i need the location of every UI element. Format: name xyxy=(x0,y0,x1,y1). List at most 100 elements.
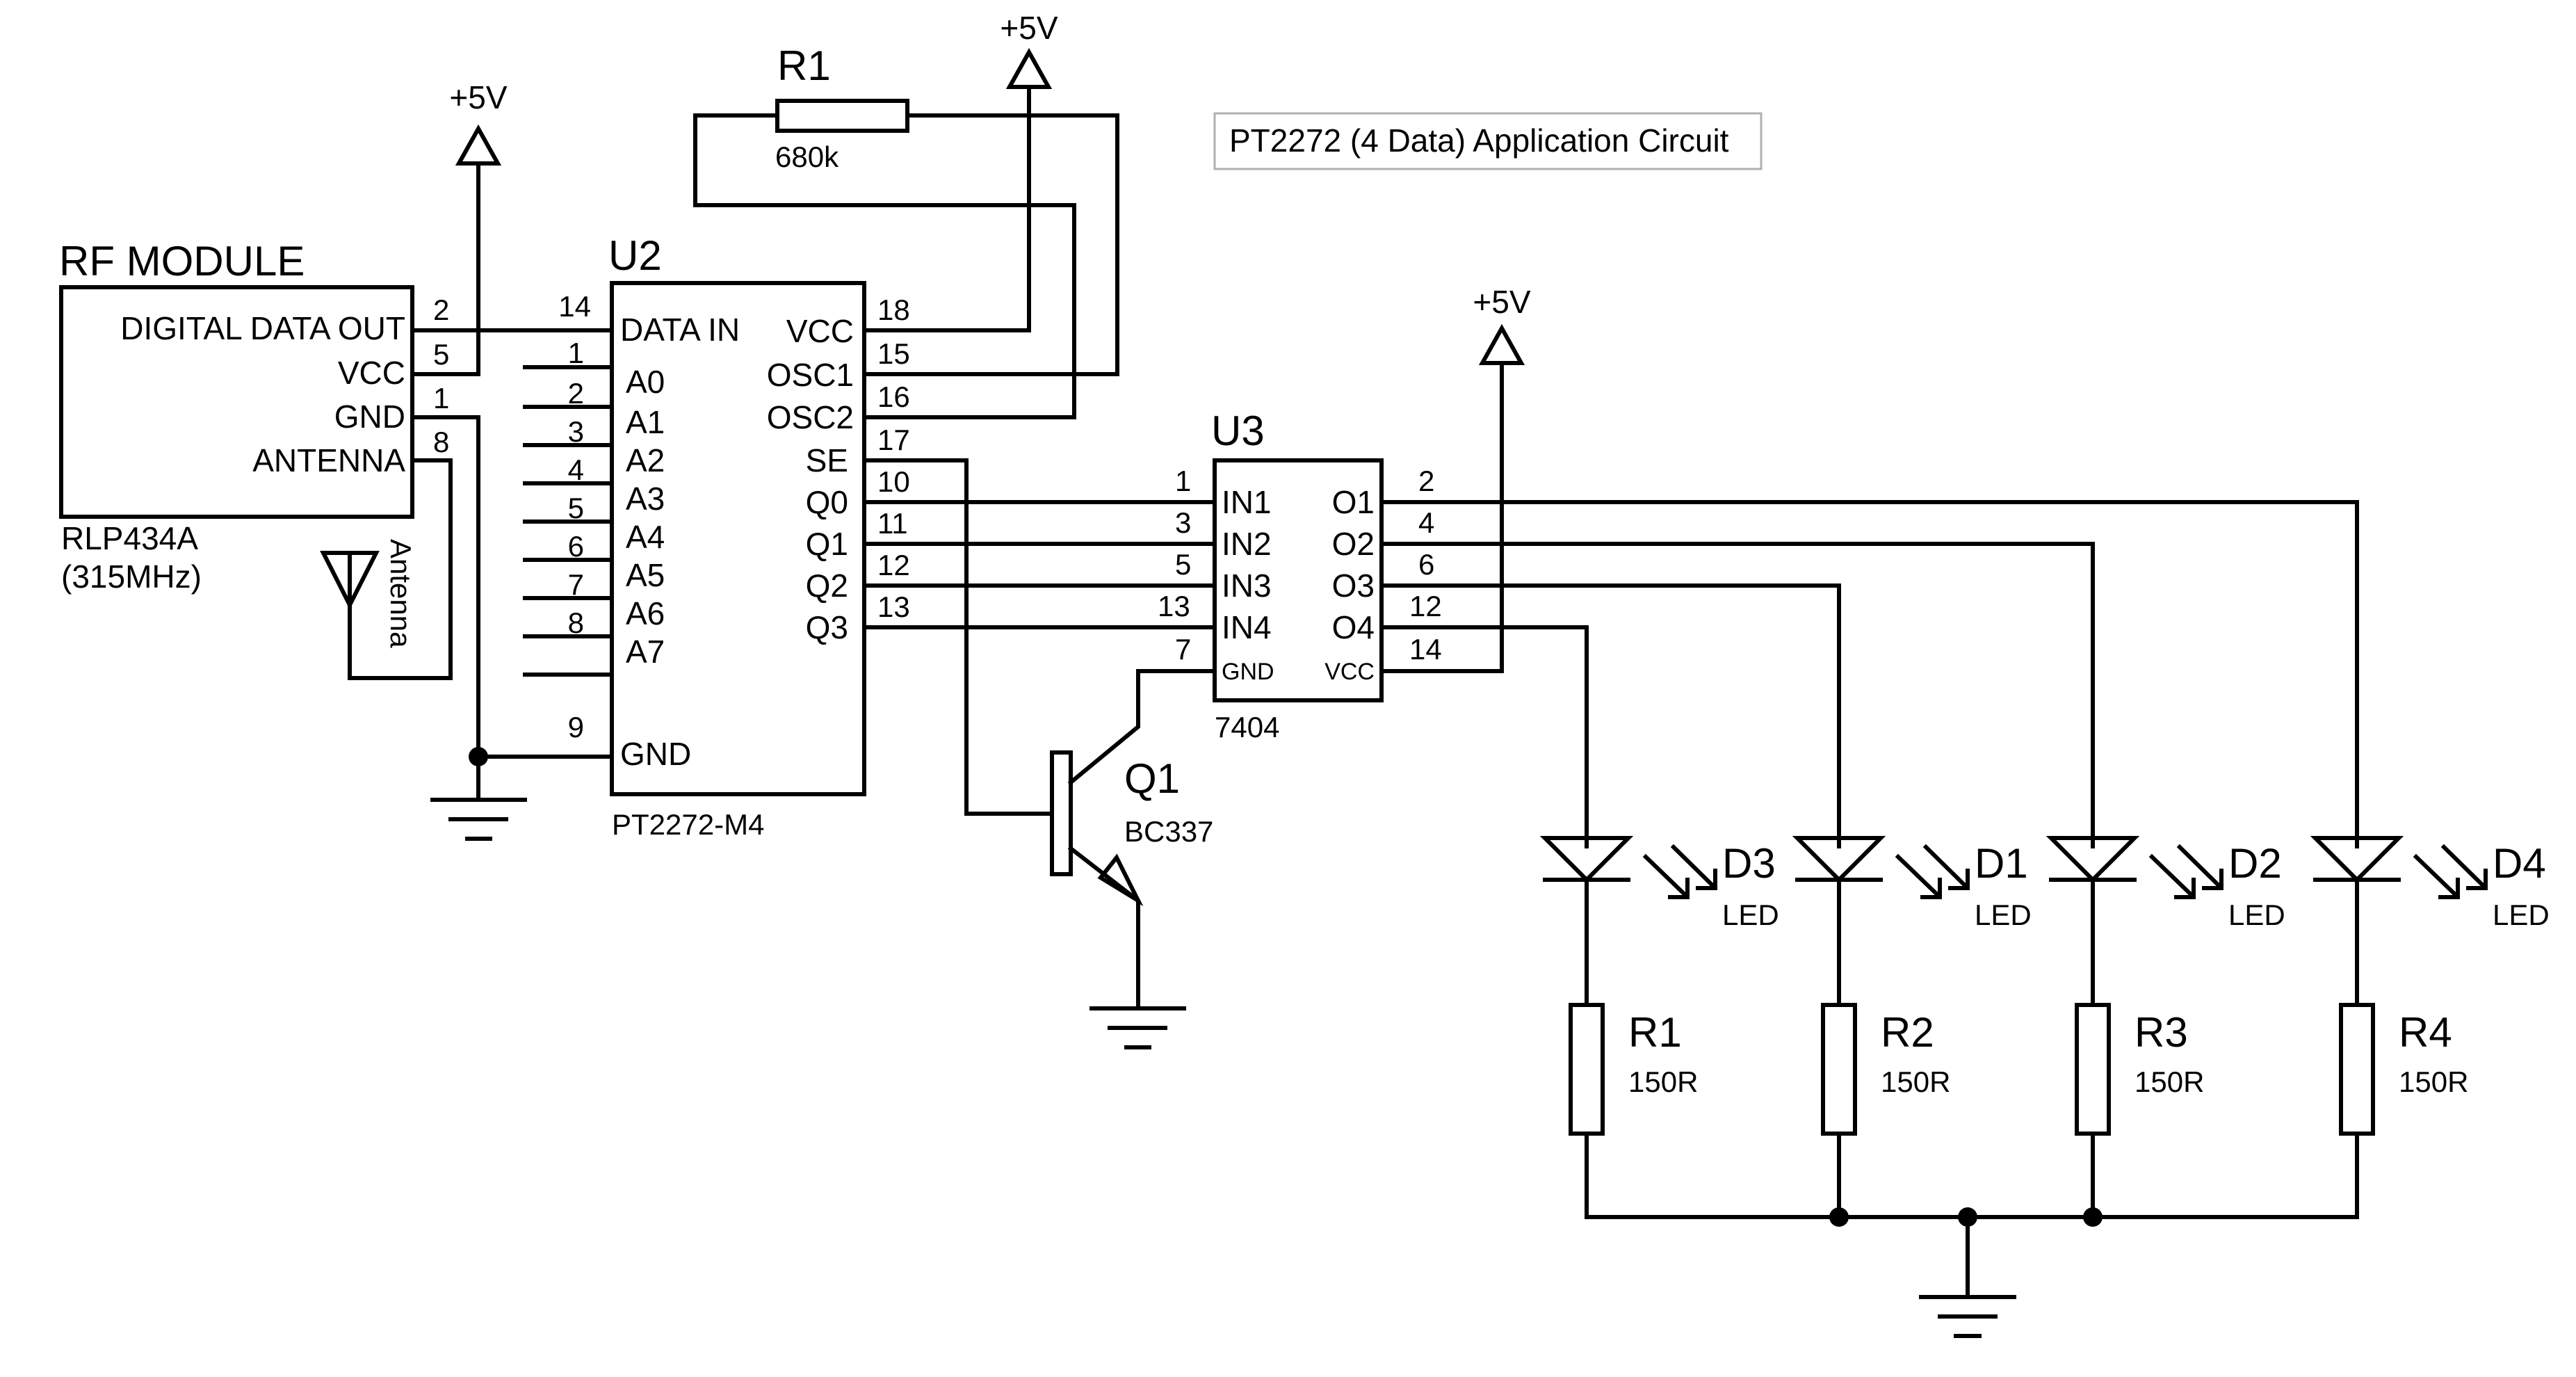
u3-num-5: 5 xyxy=(1175,548,1191,581)
u2-num-18: 18 xyxy=(877,293,910,326)
wire-rf-gnd xyxy=(410,415,614,759)
transistor-q1: Q1 BC337 xyxy=(1050,669,1217,1010)
resistor-body xyxy=(2075,1003,2111,1136)
led-type: LED xyxy=(1722,899,1779,931)
led-ref: D4 xyxy=(2493,840,2546,887)
rf-pin-name-data-out: DIGITAL DATA OUT xyxy=(120,310,405,346)
led-icon xyxy=(2046,836,2140,1007)
u2-pin-a2: A2 xyxy=(626,442,665,478)
u2-pin-gnd: GND xyxy=(620,736,691,772)
u2-ref: U2 xyxy=(608,232,662,279)
led-type: LED xyxy=(2493,899,2550,931)
u3-pin-in2: IN2 xyxy=(1222,526,1272,562)
u3-num-1: 1 xyxy=(1175,465,1191,497)
rf-module-freq: (315MHz) xyxy=(61,558,202,595)
supply-u2: +5V xyxy=(862,10,1058,332)
led-icon xyxy=(1792,836,1886,1007)
resistor-ref: R2 xyxy=(1881,1009,1934,1056)
title-note-text: PT2272 (4 Data) Application Circuit xyxy=(1229,122,1729,159)
q1-part: BC337 xyxy=(1124,815,1213,848)
u2-pin-osc2: OSC2 xyxy=(767,399,854,435)
u2-pin-data-in: DATA IN xyxy=(620,312,740,348)
rf-pin-name-gnd: GND xyxy=(334,398,405,435)
u2-pin-q3: Q3 xyxy=(806,609,848,645)
resistor-ref: R4 xyxy=(2399,1009,2452,1056)
resistor-ref: R3 xyxy=(2134,1009,2188,1056)
u2-num-13: 13 xyxy=(877,590,910,623)
u2-num-9: 9 xyxy=(568,711,584,743)
u2-num-1: 1 xyxy=(568,337,584,369)
wire-antenna xyxy=(348,458,453,680)
u2-pin-a6: A6 xyxy=(626,595,665,631)
u2-pin-a5: A5 xyxy=(626,557,665,593)
led-ref: D2 xyxy=(2228,840,2282,887)
wire-o3 xyxy=(1379,583,1841,848)
led-type: LED xyxy=(2228,899,2285,931)
u2-pin-osc1: OSC1 xyxy=(767,357,854,393)
resistor-value: 150R xyxy=(2134,1065,2204,1098)
title-note: PT2272 (4 Data) Application Circuit xyxy=(1213,112,1763,170)
u2-num-3: 3 xyxy=(568,415,584,448)
supply-rf: +5V xyxy=(449,79,508,376)
u2-num-17: 17 xyxy=(877,424,910,456)
u3-pin-o3: O3 xyxy=(1332,567,1375,604)
rf-pin-name-vcc: VCC xyxy=(338,355,405,391)
u2-num-15: 15 xyxy=(877,337,910,370)
u2-pin-q2: Q2 xyxy=(806,567,848,604)
u3-ic: U3 7404 IN1 IN2 IN3 IN4 GND O1 O2 O3 O4 … xyxy=(1158,408,1442,743)
u3-num-13: 13 xyxy=(1158,590,1190,622)
q1-ref: Q1 xyxy=(1124,755,1180,802)
resistor-body xyxy=(1821,1003,1857,1136)
u3-num-12: 12 xyxy=(1409,590,1442,622)
u2-pin-q0: Q0 xyxy=(806,484,848,520)
u2-pin-a0: A0 xyxy=(626,364,665,400)
u2-num-4: 4 xyxy=(568,453,584,486)
resistor-value: 150R xyxy=(2399,1065,2468,1098)
led-icon xyxy=(1539,836,1634,1007)
resistor-r1-osc: R1 680k xyxy=(775,42,909,173)
u2-pin-se: SE xyxy=(806,442,848,478)
u3-part: 7404 xyxy=(1215,711,1279,743)
u2-ic: U2 PT2272-M4 DATA IN A0 A1 A2 A3 A4 A5 A… xyxy=(523,232,910,841)
light-arrow-icon xyxy=(2413,844,2488,899)
r1-osc-ref: R1 xyxy=(777,42,831,89)
u3-pin-vcc: VCC xyxy=(1325,659,1375,685)
u2-num-8: 8 xyxy=(568,606,584,639)
u3-num-6: 6 xyxy=(1418,548,1434,581)
u3-num-3: 3 xyxy=(1175,506,1191,539)
rf-pin-num-8: 8 xyxy=(433,426,449,458)
rf-module-title: RF MODULE xyxy=(59,238,305,284)
u3-pin-o1: O1 xyxy=(1332,484,1375,520)
ground-q1 xyxy=(1089,1006,1186,1049)
wire-osc2 xyxy=(693,113,1076,419)
led-ref: D3 xyxy=(1722,840,1776,887)
ground-leds xyxy=(1919,1215,2016,1338)
led-icon xyxy=(2310,836,2404,1007)
wire-o4 xyxy=(1379,625,1589,848)
antenna-label: Antenna xyxy=(384,539,417,648)
resistor-value: 150R xyxy=(1628,1065,1698,1098)
u3-ref: U3 xyxy=(1211,408,1265,454)
u3-num-14: 14 xyxy=(1409,633,1442,666)
led-ref: D1 xyxy=(1975,840,2028,887)
rf-pin-num-1: 1 xyxy=(433,382,449,414)
resistor-body xyxy=(1569,1003,1605,1136)
u2-pin-a7: A7 xyxy=(626,634,665,670)
resistor-ref: R1 xyxy=(1628,1009,1682,1056)
r1-osc-value: 680k xyxy=(775,140,839,173)
supply-rf-label: +5V xyxy=(449,79,507,115)
rf-module: RF MODULE DIGITAL DATA OUT VCC GND ANTEN… xyxy=(59,238,449,595)
resistor-body xyxy=(2339,1003,2375,1136)
light-arrow-icon xyxy=(1642,844,1717,899)
led-columns: D3LEDR1150RD1LEDR2150RD2LEDR3150RD4LEDR4… xyxy=(1539,836,2550,1219)
u2-pin-vcc: VCC xyxy=(786,313,854,349)
u3-pin-in3: IN3 xyxy=(1222,567,1272,604)
wire-osc1 xyxy=(862,113,1119,376)
wire-o1 xyxy=(1379,500,2359,848)
u2-num-12: 12 xyxy=(877,549,910,581)
u2-num-10: 10 xyxy=(877,465,910,498)
